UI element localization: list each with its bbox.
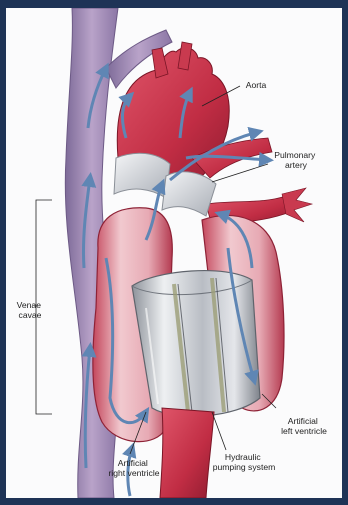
hydraulic-pumping-cylinder (132, 271, 260, 417)
label-venae-cavae: Venae cavae (17, 300, 44, 320)
label-artificial-right-ventricle: Artificial right ventricle (108, 458, 159, 478)
descending-vessel (160, 408, 214, 498)
label-artificial-left-ventricle: Artificial left ventricle (281, 416, 327, 436)
pulmonary-branch-spikes (282, 188, 312, 222)
label-pulmonary-artery: Pulmonary artery (274, 150, 317, 170)
illustration-panel: Aorta Pulmonary artery Venae cavae Artif… (6, 8, 342, 498)
right-ventricle-cuff (114, 153, 170, 198)
label-aorta: Aorta (246, 80, 267, 90)
label-hydraulic-pumping-system: Hydraulic pumping system (213, 452, 276, 472)
artificial-heart-diagram: Aorta Pulmonary artery Venae cavae Artif… (6, 8, 342, 498)
